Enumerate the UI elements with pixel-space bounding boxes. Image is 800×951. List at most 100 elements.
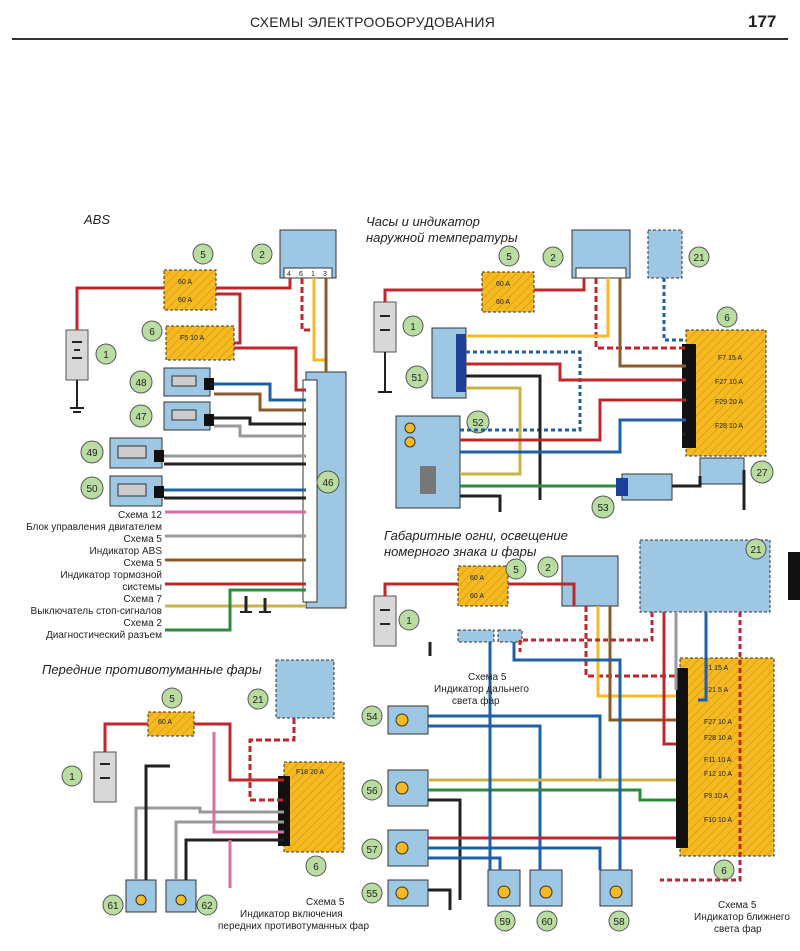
section-title-lights-2: номерного знака и фары <box>384 544 537 559</box>
svg-text:60 A: 60 A <box>178 279 192 286</box>
svg-text:F9 10 A: F9 10 A <box>704 793 728 800</box>
svg-text:F10 10 A: F10 10 A <box>704 817 732 824</box>
fuse-60a-clock: 60 A 60 A <box>481 271 535 313</box>
svg-text:Индикатор ABS: Индикатор ABS <box>90 546 163 557</box>
svg-text:F7 15 A: F7 15 A <box>718 355 742 362</box>
svg-text:света фар: света фар <box>452 695 500 707</box>
badge-54: 54 <box>366 712 378 723</box>
lights-wires <box>383 582 742 910</box>
badge-52: 52 <box>472 418 484 429</box>
fog-ref-note: Схема 5 Индикатор включения передних про… <box>218 897 369 932</box>
svg-text:системы: системы <box>122 582 162 593</box>
svg-text:Схема 7: Схема 7 <box>124 594 163 605</box>
svg-text:Индикатор ближнего: Индикатор ближнего <box>694 911 790 923</box>
svg-text:60 A: 60 A <box>158 719 172 726</box>
badge-51: 51 <box>411 373 423 384</box>
section-title-fog: Передние противотуманные фары <box>42 662 262 677</box>
low-beam-note: Схема 5 Индикатор ближнего света фар <box>694 900 790 935</box>
switch-21-clock <box>647 229 683 279</box>
badge-61: 61 <box>107 901 119 912</box>
fuse-60a-lights: 60 A 60 A <box>457 565 509 607</box>
wheel-sensor-47 <box>163 401 214 431</box>
badge-62: 62 <box>201 901 213 912</box>
switch-21-fog <box>275 659 335 719</box>
abs-ref-labels: Схема 12 Блок управления двигателем Схем… <box>26 510 162 641</box>
hi-beam-note: Схема 5 Индикатор дальнего света фар <box>434 672 529 707</box>
svg-text:передних противотуманных фар: передних противотуманных фар <box>218 920 369 932</box>
badge-53: 53 <box>597 503 609 514</box>
svg-text:F12 10 A: F12 10 A <box>704 771 732 778</box>
section-title-lights-1: Габаритные огни, освещение <box>384 528 568 543</box>
lamp-57 <box>387 829 429 867</box>
badge-55: 55 <box>366 889 378 900</box>
section-title-abs: ABS <box>83 212 110 227</box>
badge-57: 57 <box>366 845 378 856</box>
section-title-clock-2: наружной температуры <box>366 230 518 245</box>
svg-text:света фар: света фар <box>714 923 762 935</box>
temp-sensor-53 <box>616 473 673 501</box>
badge-5-abs: 5 <box>200 250 206 261</box>
badge-48: 48 <box>135 378 147 389</box>
fog-lamp-62 <box>165 879 197 913</box>
badge-59: 59 <box>499 917 511 928</box>
badge-6-lights: 6 <box>721 866 727 877</box>
badge-1-abs: 1 <box>103 350 109 361</box>
abs-wires <box>75 278 328 632</box>
svg-text:1: 1 <box>311 271 315 278</box>
battery-1-clock <box>373 301 397 393</box>
svg-text:F28 10 A: F28 10 A <box>704 735 732 742</box>
badge-47: 47 <box>135 412 147 423</box>
battery-1-lights <box>373 595 397 647</box>
svg-text:Схема 5: Схема 5 <box>306 897 345 908</box>
svg-text:Индикатор дальнего: Индикатор дальнего <box>434 684 529 695</box>
svg-text:60 A: 60 A <box>496 299 510 306</box>
svg-text:60 A: 60 A <box>470 593 484 600</box>
wheel-sensor-50 <box>109 475 164 507</box>
svg-text:Блок управления двигателем: Блок управления двигателем <box>26 522 162 533</box>
battery-1 <box>65 329 89 413</box>
lamp-59 <box>487 869 521 907</box>
badge-2-abs: 2 <box>259 250 265 261</box>
wheel-sensor-48 <box>163 367 214 397</box>
svg-text:Схема 5: Схема 5 <box>124 558 163 569</box>
svg-text:F11 10 A: F11 10 A <box>704 757 732 764</box>
svg-text:F18 20 A: F18 20 A <box>296 769 324 776</box>
side-tab-marker <box>788 552 800 600</box>
header-rule <box>12 38 788 40</box>
svg-text:Выключатель стоп-сигналов: Выключатель стоп-сигналов <box>31 606 162 617</box>
badge-58: 58 <box>613 917 625 928</box>
svg-text:F27 10 A: F27 10 A <box>715 379 743 386</box>
badge-5-fog: 5 <box>169 694 175 705</box>
badge-49: 49 <box>86 448 98 459</box>
svg-text:Схема 5: Схема 5 <box>468 672 507 683</box>
fuse-f5-abs: F5 10 A <box>165 325 235 361</box>
lamp-60 <box>529 869 563 907</box>
fuse-60a-abs: 60 A 60 A <box>163 269 217 311</box>
svg-text:Схема 12: Схема 12 <box>118 510 162 521</box>
svg-text:F5 10 A: F5 10 A <box>180 335 204 342</box>
connector-hi-beam <box>457 629 523 643</box>
page-header-title: СХЕМЫ ЭЛЕКТРООБОРУДОВАНИЯ <box>250 14 496 30</box>
svg-text:4: 4 <box>287 271 291 278</box>
svg-text:Индикатор тормозной: Индикатор тормозной <box>60 570 162 581</box>
svg-text:F28 10 A: F28 10 A <box>715 423 743 430</box>
svg-text:F29 20 A: F29 20 A <box>715 399 743 406</box>
svg-text:F27 10 A: F27 10 A <box>704 719 732 726</box>
fuse-box-6-fog: F18 20 A <box>278 761 345 853</box>
badge-2-clock: 2 <box>550 253 556 264</box>
badge-1-fog: 1 <box>69 772 75 783</box>
badge-46: 46 <box>322 478 334 489</box>
fog-wires <box>103 718 296 888</box>
lamp-55 <box>387 879 429 907</box>
relay-2-lights <box>561 555 619 607</box>
badge-21-clock: 21 <box>693 253 705 264</box>
svg-text:F1 15 A: F1 15 A <box>704 665 728 672</box>
lamp-56 <box>387 769 429 807</box>
badge-50: 50 <box>86 484 98 495</box>
svg-text:6: 6 <box>299 271 303 278</box>
badge-2-lights: 2 <box>545 563 551 574</box>
badge-6-clock: 6 <box>724 313 730 324</box>
svg-text:60 A: 60 A <box>470 575 484 582</box>
